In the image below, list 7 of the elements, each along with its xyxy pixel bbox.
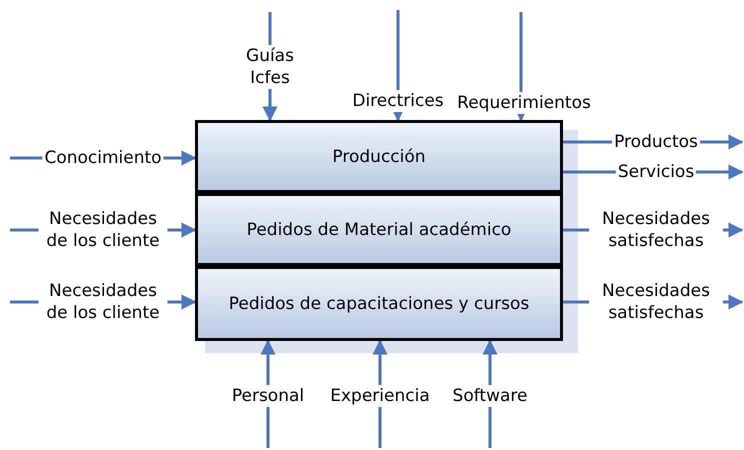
process-label: Pedidos de Material académico — [246, 220, 512, 240]
process-box — [195, 120, 563, 193]
process-label: Pedidos de capacitaciones y cursos — [228, 294, 530, 314]
edge-label: Software — [450, 385, 530, 407]
process-box — [195, 193, 563, 266]
process-box — [195, 266, 563, 341]
process-label: Producción — [332, 146, 426, 166]
